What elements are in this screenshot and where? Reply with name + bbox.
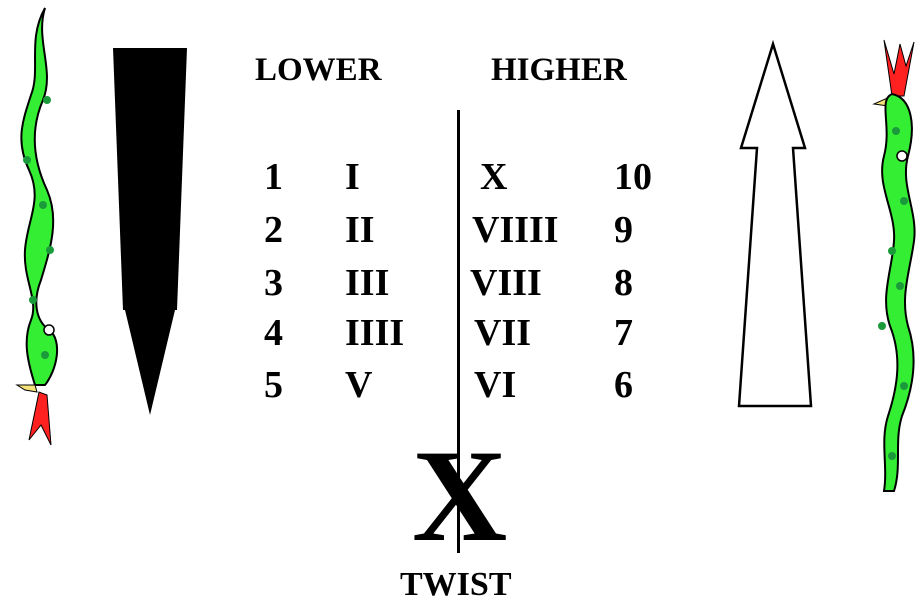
higher-roman: X: [480, 156, 508, 198]
higher-number: 9: [614, 209, 633, 251]
higher-roman: VI: [474, 364, 517, 406]
lower-roman: I: [345, 156, 360, 198]
lower-number: 3: [264, 262, 283, 304]
snake-up-icon: [872, 39, 916, 492]
lower-roman: II: [345, 209, 375, 251]
lower-number: 4: [264, 312, 283, 354]
snake-down-icon: [15, 7, 59, 446]
lower-roman: V: [345, 364, 373, 406]
higher-roman: VIIII: [472, 209, 559, 251]
higher-roman: VII: [474, 312, 532, 354]
lower-number: 5: [264, 364, 283, 406]
twist-symbol: X: [412, 422, 508, 569]
header-lower: LOWER: [255, 52, 382, 88]
arrow-up-icon: [737, 39, 813, 408]
higher-roman: VIII: [470, 262, 542, 304]
lower-roman: IIII: [345, 312, 405, 354]
lower-number: 1: [264, 156, 283, 198]
higher-number: 6: [614, 364, 633, 406]
header-higher: HIGHER: [491, 52, 627, 88]
twist-label: TWIST: [400, 566, 512, 603]
divider-line: [457, 110, 460, 553]
lower-number: 2: [264, 209, 283, 251]
lower-roman: III: [345, 262, 390, 304]
higher-number: 7: [614, 312, 633, 354]
higher-number: 8: [614, 262, 633, 304]
arrow-down-icon: [113, 48, 187, 415]
higher-number: 10: [614, 156, 652, 198]
